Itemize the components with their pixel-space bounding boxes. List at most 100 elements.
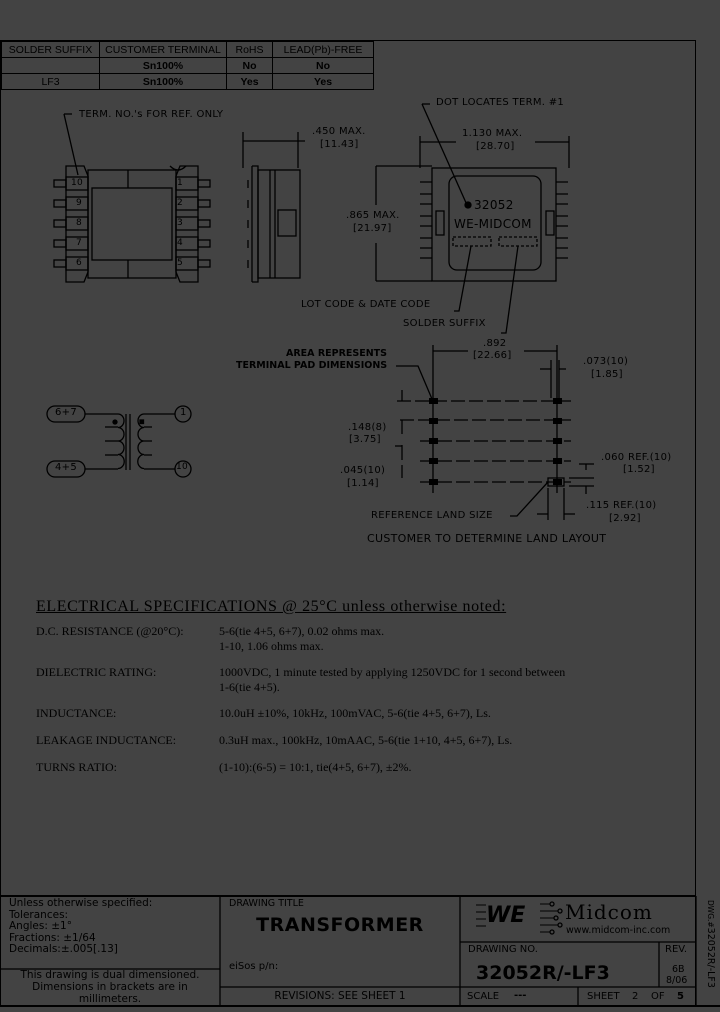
tol-line: Angles: ±1° [9,920,72,932]
pin-label: 3 [177,218,184,228]
tol-line: Decimals:±.005[.13] [9,943,118,955]
table-header-row: SOLDER SUFFIX CUSTOMER TERMINAL RoHS LEA… [1,41,374,58]
area-note: AREA REPRESENTS [286,348,387,359]
ref-land-note: REFERENCE LAND SIZE [371,510,493,521]
span-dim: .892 [483,338,507,349]
table-cell: Yes [272,73,374,90]
drawing-no: 32052R/-LF3 [476,962,610,984]
solder-suffix-table: SOLDER SUFFIX CUSTOMER TERMINAL RoHS LEA… [1,41,374,90]
span-dim-mm: [22.66] [473,350,512,361]
area-note: TERMINAL PAD DIMENSIONS [236,360,388,371]
pin-label: 9 [76,198,83,208]
pin-label: 7 [76,238,83,248]
spec-value: 1-10, 1.06 ohms max. [219,639,324,653]
front-width-dim: 1.130 MAX. [462,128,523,139]
solder-suffix-note: SOLDER SUFFIX [403,318,486,329]
midcom-logo: Midcom [565,900,653,924]
front-width-dim-mm: [28.70] [476,141,515,152]
table-cell: Sn100% [99,57,227,74]
side-width-dim-mm: [11.43] [320,139,359,150]
table-row: Sn100% No No [1,57,374,74]
pin-label: 1 [177,178,184,188]
dual-line: millimeters. [78,993,142,1005]
dot-locates-note: DOT LOCATES TERM. #1 [436,97,565,108]
top-view-drawing [53,113,211,283]
table-cell: LF3 [1,73,100,90]
sheet-label: SHEET [587,991,620,1002]
winding-label: 4+5 [55,462,78,473]
drawing-title: TRANSFORMER [256,914,424,936]
dual-line: Dimensions in brackets are in [32,981,188,993]
pin-label: 6 [76,258,83,268]
tol-line: Unless otherwise specified: [9,897,153,909]
pitch-dim-mm: [3.75] [349,434,381,445]
winding-label: 6+7 [55,407,78,418]
winding-label: 10 [176,462,189,472]
spec-value: (1-10):(6-5) = 10:1, tie(4+5, 6+7), ±2%. [219,760,412,774]
side-width-dim: .450 MAX. [312,126,366,137]
drawing-title-label: DRAWING TITLE [229,898,304,909]
eisos-pn-label: eiSos p/n: [229,961,279,972]
ref-width-dim: .115 REF.(10) [586,500,657,511]
pin-label: 5 [177,258,184,268]
pin-label: 10 [71,178,84,188]
spec-key: D.C. RESISTANCE (@20°C): [36,624,184,638]
spec-key: TURNS RATIO: [36,760,118,774]
ref-height-dim: .060 REF.(10) [601,452,672,463]
rev-label: REV. [665,944,687,955]
height-dim-mm: [21.97] [353,223,392,234]
spec-key: LEAKAGE INDUCTANCE: [36,733,177,747]
we-logo-graphic [476,901,563,935]
electrical-spec-title: ELECTRICAL SPECIFICATIONS @ 25°C unless … [36,598,507,615]
pitch-dim: .148(8) [348,422,387,433]
lot-date-note: LOT CODE & DATE CODE [301,299,431,310]
winding-label: 1 [180,407,187,418]
part-marking: 32052 [474,198,514,212]
rev-value: 6B [672,964,685,975]
pin-label: 2 [177,198,184,208]
side-view-drawing [242,132,305,283]
pad-width-dim: .073(10) [583,356,629,367]
revisions-note: REVISIONS: SEE SHEET 1 [274,990,406,1002]
schematic-drawing [46,405,192,478]
pad-width-dim-mm: [1.85] [591,369,623,380]
ref-height-dim-mm: [1.52] [623,464,655,475]
title-block-lines [0,895,720,1007]
scale-label: SCALE [467,991,500,1002]
height-dim: .865 MAX. [346,210,400,221]
dual-dimension-note: This drawing is dual dimensioned. Dimens… [0,969,220,1005]
spec-value: 5-6(tie 4+5, 6+7), 0.02 ohms max. [219,624,385,638]
pin-label: 8 [76,218,83,228]
spec-key: INDUCTANCE: [36,706,117,720]
rev-date: 8/06 [666,975,688,986]
header-cell: CUSTOMER TERMINAL [99,41,227,58]
of-label: OF [651,991,665,1002]
spec-key: DIELECTRIC RATING: [36,665,157,679]
midcom-url: www.midcom-inc.com [566,925,671,936]
ref-width-dim-mm: [2.92] [609,513,641,524]
we-logo-text: WE [486,903,526,928]
spec-value: 0.3uH max., 100kHz, 10mAAC, 5-6(tie 1+10… [219,733,513,747]
spec-value: 10.0uH ±10%, 10kHz, 100mVAC, 5-6(tie 4+5… [219,706,491,720]
brand-marking: WE-MIDCOM [454,217,532,231]
front-view-drawing [419,103,570,334]
table-cell: Sn100% [99,73,227,90]
pad-height-dim-mm: [1.14] [347,478,379,489]
dual-line: This drawing is dual dimensioned. [20,969,200,981]
sheet-number: 2 [632,991,639,1002]
side-dwg-label: DWG.# [706,900,715,928]
tol-line: Tolerances: [9,908,69,921]
side-dwg-no: 32052R/-LF3 [705,927,716,988]
side-drawing-number: DWG.#32052R/-LF3 [700,900,718,988]
drawing-no-label: DRAWING NO. [468,944,538,955]
customer-land-note: CUSTOMER TO DETERMINE LAND LAYOUT [367,532,607,545]
pad-height-dim: .045(10) [340,465,386,476]
pin-label: 4 [177,238,184,248]
table-row: LF3 Sn100% Yes Yes [1,73,374,90]
term-ref-note: TERM. NO.'s FOR REF. ONLY [79,109,224,120]
tol-line: Fractions: ±1/64 [9,931,96,944]
tolerances-block: Unless otherwise specified: Tolerances: … [9,897,153,956]
sheet-total: 5 [677,991,684,1002]
scale-value: --- [514,990,527,1001]
